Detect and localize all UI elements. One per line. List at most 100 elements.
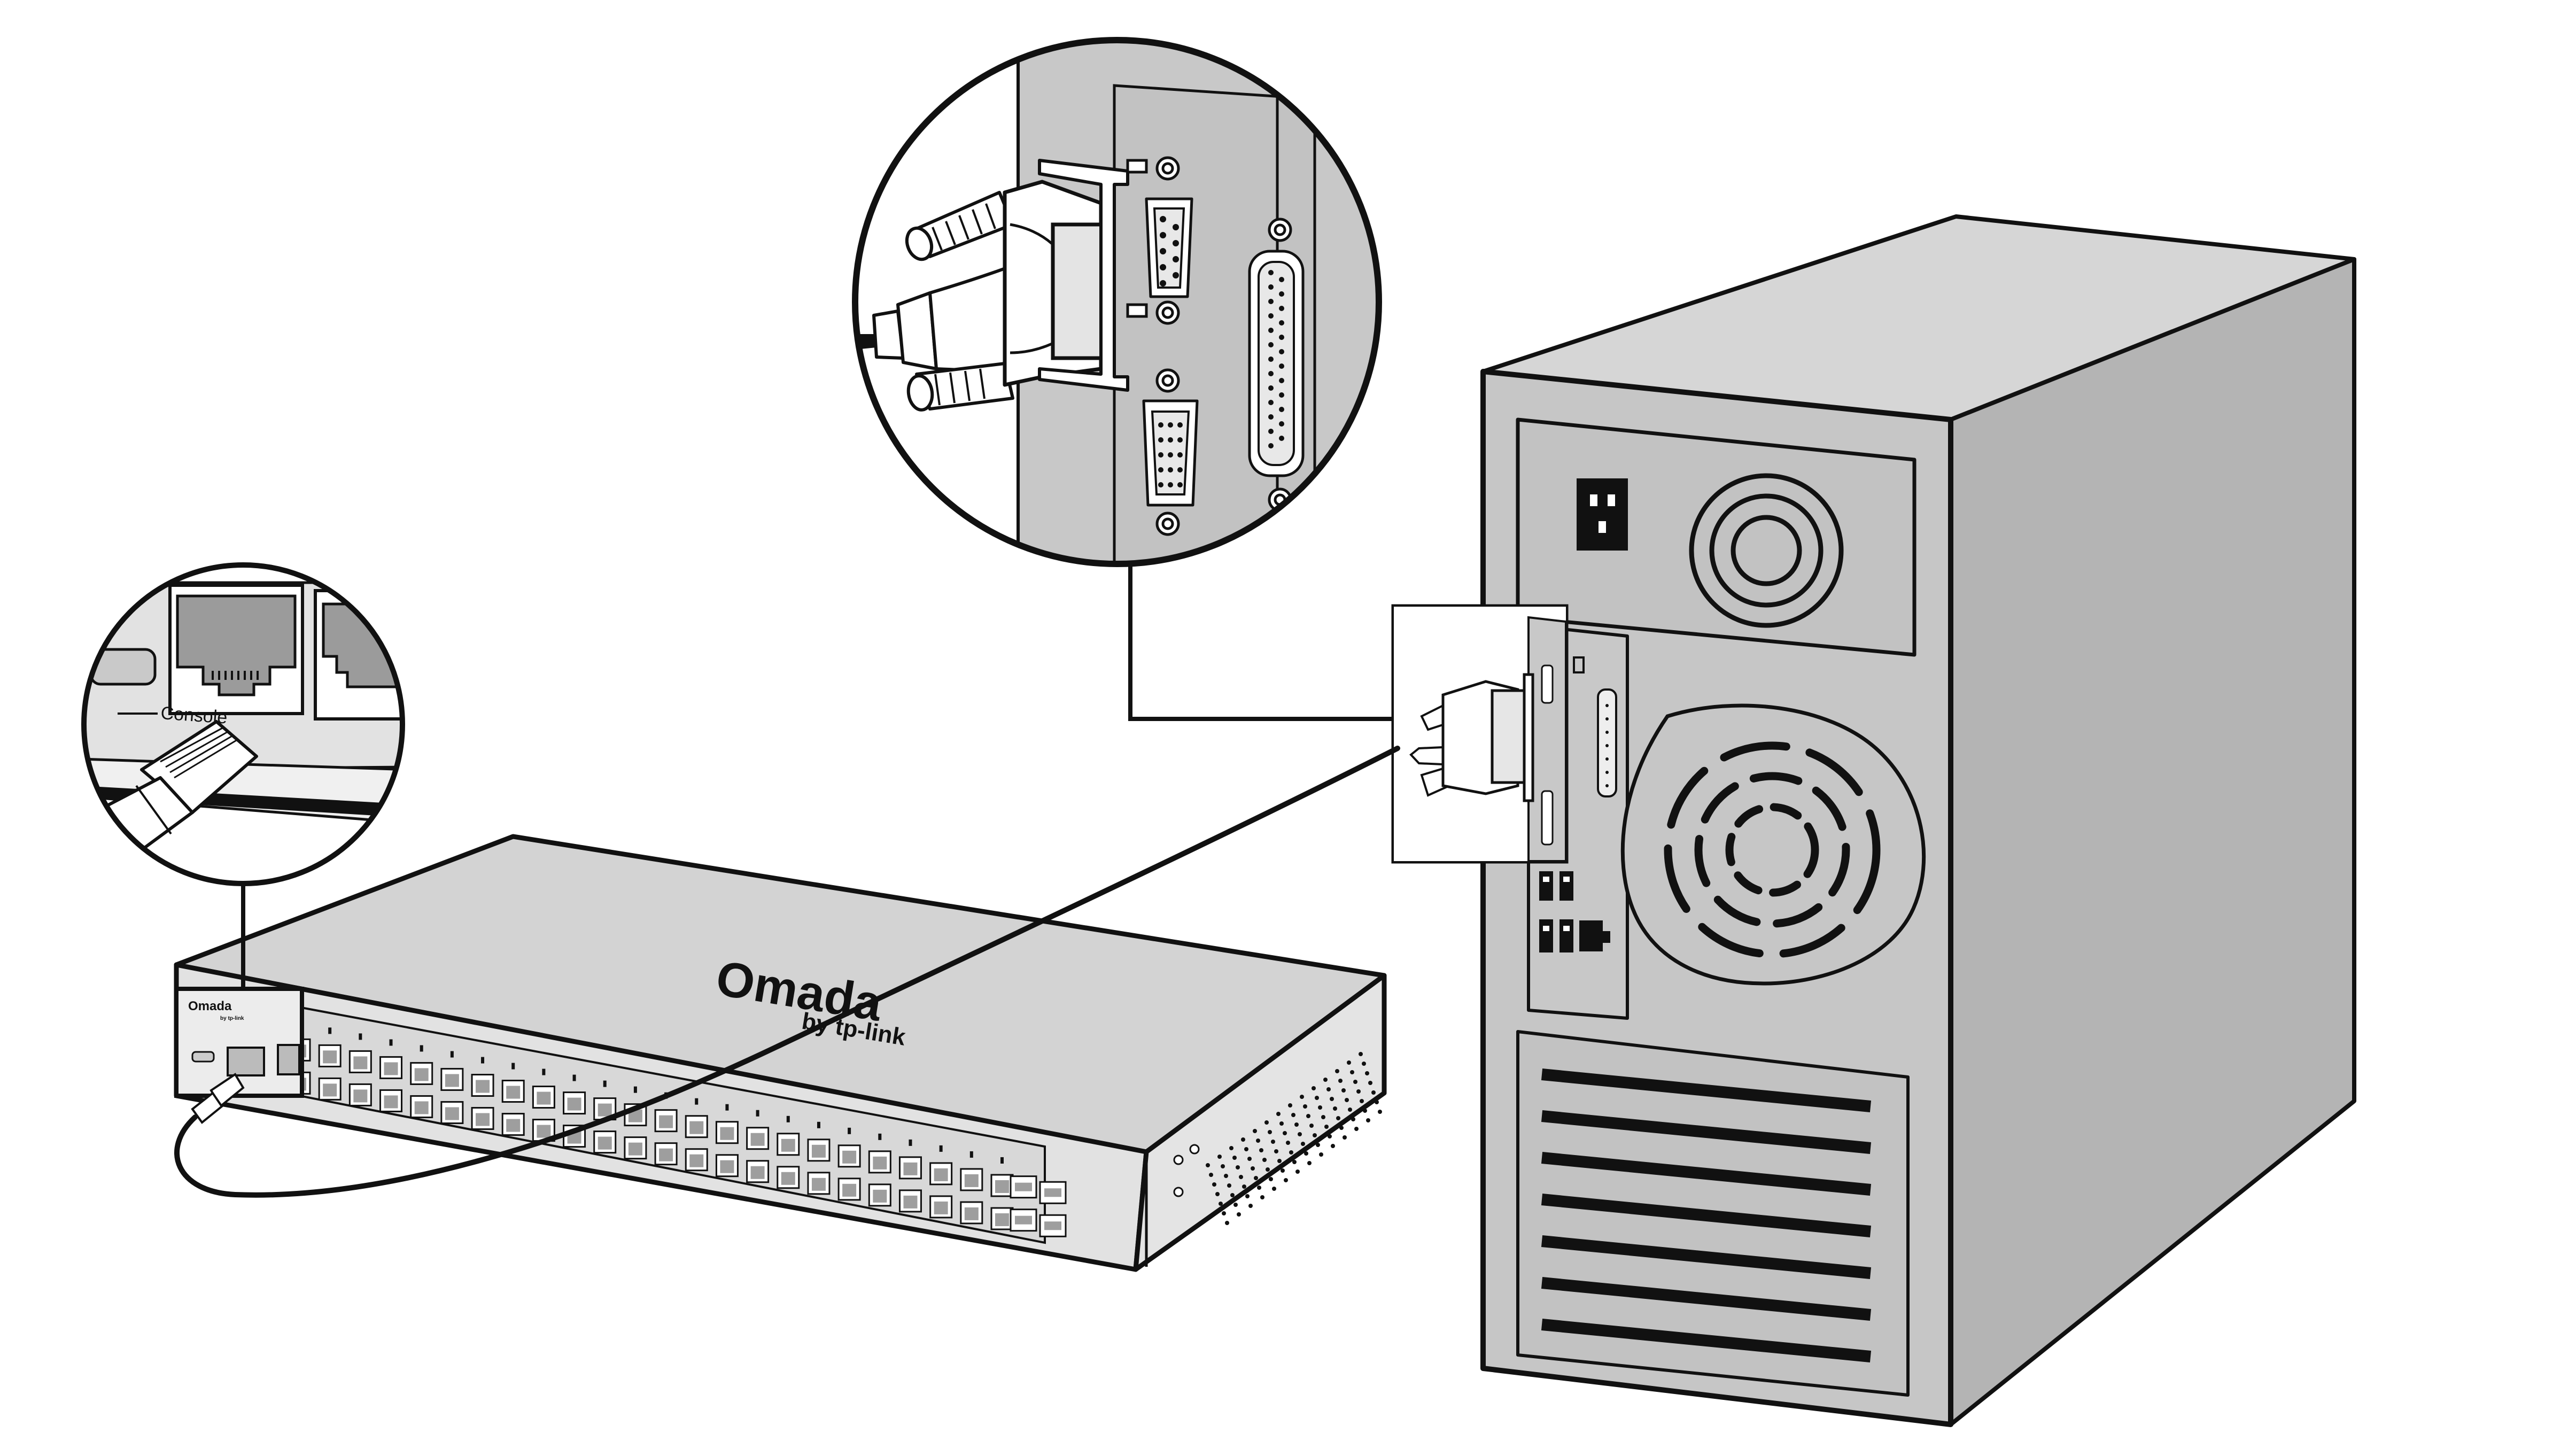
rj45-port xyxy=(318,1044,342,1067)
serial-port-zoom xyxy=(852,37,1382,567)
psu-fan-icon xyxy=(1689,473,1844,628)
rj45-port xyxy=(837,1178,861,1201)
rj45-port xyxy=(807,1172,831,1195)
sfp-port-group xyxy=(1010,1175,1067,1237)
rj45-port xyxy=(348,1050,372,1073)
port-led xyxy=(389,1039,393,1046)
port-led xyxy=(817,1121,820,1128)
serial-db9-connector-icon xyxy=(855,159,1148,412)
rj45-port xyxy=(807,1139,831,1162)
rj45-port xyxy=(440,1067,464,1091)
console-cable xyxy=(174,746,1400,1198)
port-led xyxy=(756,1110,759,1117)
rj45-port xyxy=(563,1091,586,1115)
switch-side-face xyxy=(1133,973,1387,1272)
rj45-port xyxy=(960,1201,983,1225)
rj45-port xyxy=(593,1130,617,1154)
pc-side-face xyxy=(1949,257,2356,1427)
rj45-port xyxy=(379,1056,403,1079)
rj45-port xyxy=(777,1166,800,1189)
rj45-plug-icon xyxy=(191,1073,245,1124)
standoff-screws xyxy=(1155,156,1292,536)
port-led xyxy=(695,1098,699,1105)
console-rj45-jack xyxy=(168,584,304,715)
port-led xyxy=(1000,1157,1004,1164)
rj45-port xyxy=(990,1207,1014,1230)
serial-db9-port xyxy=(1145,197,1193,298)
rj45-port xyxy=(471,1074,494,1097)
power-socket-icon xyxy=(1577,478,1628,551)
rj45-port xyxy=(654,1109,678,1133)
port-led xyxy=(450,1051,454,1058)
port-led xyxy=(359,1033,362,1040)
pc-serial-inset xyxy=(1391,604,1569,864)
rj45-port xyxy=(685,1115,708,1139)
vga-port xyxy=(1142,399,1199,507)
rj45-port xyxy=(471,1107,494,1130)
rj45-port xyxy=(777,1133,800,1156)
rj45-port xyxy=(960,1168,983,1191)
rj45-port xyxy=(685,1148,708,1172)
rj45-port-grid xyxy=(288,1021,1014,1230)
rj45-port xyxy=(624,1136,647,1160)
usb-ports xyxy=(1539,871,1573,952)
rj45-port xyxy=(715,1154,739,1178)
rj45-port xyxy=(410,1095,433,1118)
port-led xyxy=(786,1116,790,1122)
port-led xyxy=(848,1127,851,1134)
vent-slot xyxy=(1541,1194,1872,1237)
parallel-db25-port xyxy=(1248,250,1305,477)
vent-slot xyxy=(1541,1068,1872,1112)
console-port-zoom: Console xyxy=(81,562,405,886)
switch-panel-brand-sub: by tp-link xyxy=(220,1016,244,1021)
port-led xyxy=(633,1086,637,1093)
port-led xyxy=(969,1151,973,1158)
desktop-tower-icon xyxy=(1391,214,2356,1427)
rj45-port xyxy=(898,1189,922,1213)
port-led xyxy=(481,1057,485,1064)
side-vent-mesh xyxy=(1173,1052,1382,1225)
rj45-port xyxy=(532,1119,555,1142)
port-led xyxy=(939,1145,943,1152)
rj45-port xyxy=(440,1101,464,1124)
rj45-port xyxy=(868,1150,891,1174)
rj45-port xyxy=(929,1195,953,1219)
rj45-port xyxy=(348,1083,372,1106)
leader-line-serial xyxy=(1128,564,1394,721)
port-led xyxy=(420,1045,423,1052)
lan-port xyxy=(1579,920,1610,951)
port-led xyxy=(511,1063,515,1070)
rj45-port xyxy=(532,1086,555,1109)
console-panel-highlight: Omada by tp-link xyxy=(174,987,304,1098)
vent-slot xyxy=(1541,1152,1872,1196)
port-led xyxy=(572,1074,576,1081)
port-led xyxy=(542,1068,546,1075)
rj45-port xyxy=(837,1144,861,1168)
rj45-port xyxy=(318,1077,342,1101)
rj45-port xyxy=(501,1080,525,1103)
port-led xyxy=(909,1139,912,1146)
vent-slot xyxy=(1541,1277,1872,1321)
vent-slot xyxy=(1541,1110,1872,1154)
rj45-port xyxy=(898,1156,922,1180)
port-led xyxy=(603,1080,607,1087)
rj45-port xyxy=(746,1127,770,1150)
vent-slot xyxy=(1541,1235,1872,1279)
port-led xyxy=(725,1104,729,1111)
rj45-port xyxy=(501,1113,525,1136)
switch-panel-brand: Omada xyxy=(188,999,232,1013)
fan-grille-icon xyxy=(1620,703,1926,986)
port-led xyxy=(328,1027,332,1034)
rj45-port xyxy=(990,1174,1014,1197)
rj45-port xyxy=(868,1183,891,1207)
rj45-port xyxy=(715,1121,739,1144)
vent-slot xyxy=(1541,1319,1872,1362)
rj45-port xyxy=(410,1062,433,1085)
rj45-port xyxy=(654,1142,678,1166)
port-led xyxy=(878,1133,882,1140)
rj45-port xyxy=(746,1160,770,1183)
network-switch-icon: Omada by tp-link Omada by tp-link xyxy=(174,834,1387,1272)
rj45-port xyxy=(379,1089,403,1112)
